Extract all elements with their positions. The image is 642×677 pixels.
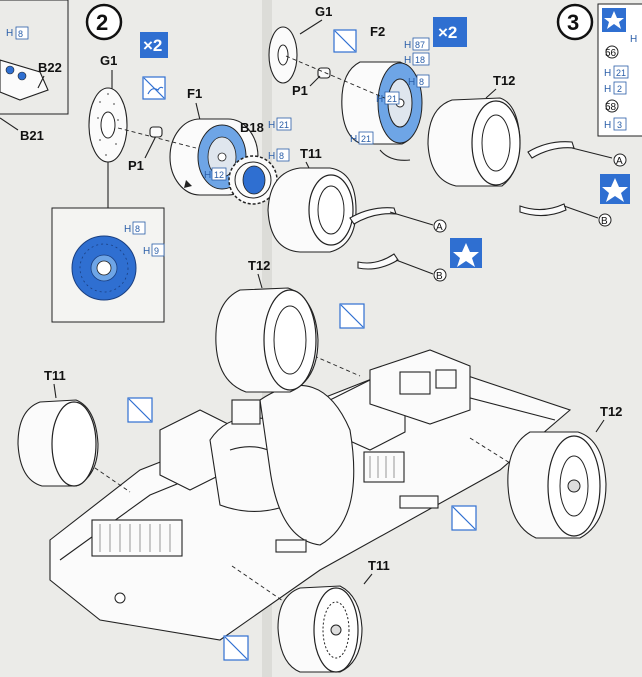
step1-fragment: H 8 B22 B21 (0, 0, 69, 143)
step-number-badge (85, 3, 123, 41)
part-t11c-label: T11 (368, 558, 390, 573)
wheel-f2: F2 ×2 H 87 H 18 H 8 H 21 H 21 (285, 17, 467, 161)
step3-header: 3 H 56 H 21 H 2 58 H 3 (556, 3, 642, 137)
part-t12c-label: T12 (600, 404, 622, 419)
strip-a-b-left: A B (349, 207, 482, 282)
color-h18-num: 18 (415, 55, 425, 65)
color-h21c-tag: H (350, 134, 357, 145)
chassis-assembly (49, 341, 572, 641)
color-h2-num: 2 (617, 84, 622, 94)
part-f2-label: F2 (370, 24, 385, 39)
part-b22-label: B22 (38, 60, 62, 75)
step2-multiplier: ×2 (143, 36, 162, 55)
color-h21-num: 21 (279, 120, 289, 130)
part-b21-label: B21 (20, 128, 44, 143)
color-h21b-tag: H (376, 94, 383, 105)
step2b-multiplier: ×2 (438, 23, 457, 42)
no-glue-icon-3 (339, 303, 365, 329)
tire-t11-front-left: T11 (17, 368, 99, 487)
callout-b2: B (601, 216, 608, 227)
color-h8d-tag: H (408, 77, 415, 88)
part-f1-label: F1 (187, 86, 202, 101)
color-h21-tag: H (268, 120, 275, 131)
callout-b: B (436, 271, 443, 282)
multiplier-badge-2 (433, 17, 467, 47)
tire-t12-rear-right: T12 (507, 404, 622, 539)
part-b18-label: B18 (240, 120, 264, 135)
color-h8d-num: 8 (419, 77, 424, 87)
no-glue-icon-6 (223, 635, 249, 661)
detail-frame (0, 0, 69, 115)
color-h8b-tag: H (268, 151, 275, 162)
no-glue-icon-4 (127, 397, 153, 423)
step2-header: 2 ×2 (85, 3, 168, 58)
step2-number: 2 (96, 10, 108, 35)
color-h-tag-s3a: H (630, 34, 637, 45)
tire-t12-step2: T12 (427, 73, 521, 187)
color-h87-tag: H (404, 40, 411, 51)
color-h2-tag: H (604, 84, 611, 95)
color-h3-tag: H (604, 120, 611, 131)
color-h9-tag: H (143, 246, 150, 257)
part-t12a-label: T12 (493, 73, 515, 88)
color-h8c-num: 8 (135, 224, 140, 234)
part-g1-label: G1 (100, 53, 117, 68)
color-h9-num: 9 (154, 246, 159, 256)
tire-t12-rear-left: T12 (215, 258, 319, 393)
no-glue-icon (142, 76, 166, 100)
color-h12-num: 12 (214, 170, 224, 180)
tire-t11-step2: T11 (267, 146, 357, 253)
bulkhead-panel (259, 385, 355, 546)
step3-number: 3 (567, 10, 579, 35)
color-h8-num: 8 (18, 29, 23, 39)
part-t11b-label: T11 (44, 368, 66, 383)
part-p1b-label: P1 (292, 83, 308, 98)
side-radiator (363, 451, 405, 483)
brake-disc-g1-rear: G1 P1 (268, 4, 357, 98)
callout-a2: A (616, 156, 623, 167)
gear-b18: B18 H 21 H 8 (228, 117, 292, 205)
strip-a-b-right: A B (519, 141, 630, 227)
part-t11a-label: T11 (300, 146, 322, 161)
color-h12-tag: H (204, 170, 211, 181)
color-h21b-num: 21 (387, 94, 397, 104)
disc-painting-detail: H 8 H 9 (51, 207, 165, 323)
callout-56: 56 (605, 48, 617, 59)
part-p1-label: P1 (128, 158, 144, 173)
color-h8c-tag: H (124, 224, 131, 235)
color-h21c-num: 21 (361, 134, 371, 144)
pin-p1: P1 (128, 126, 163, 173)
color-h87-num: 87 (415, 40, 425, 50)
color-h21s-tag: H (604, 68, 611, 79)
callout-a: A (436, 222, 443, 233)
front-radiator (91, 519, 183, 557)
callout-58: 58 (605, 102, 617, 113)
color-h3-num: 3 (617, 120, 622, 130)
color-h18-tag: H (404, 55, 411, 66)
color-h21s-num: 21 (616, 68, 626, 78)
brake-disc-g1: G1 (88, 53, 128, 208)
color-h8-tag: H (6, 28, 13, 39)
part-g1b-label: G1 (315, 4, 332, 19)
no-glue-icon-5 (451, 505, 477, 531)
color-h8b-num: 8 (279, 151, 284, 161)
multiplier-badge (140, 32, 168, 58)
tire-t11-front-right: T11 (277, 558, 390, 673)
part-t12b-label: T12 (248, 258, 270, 273)
